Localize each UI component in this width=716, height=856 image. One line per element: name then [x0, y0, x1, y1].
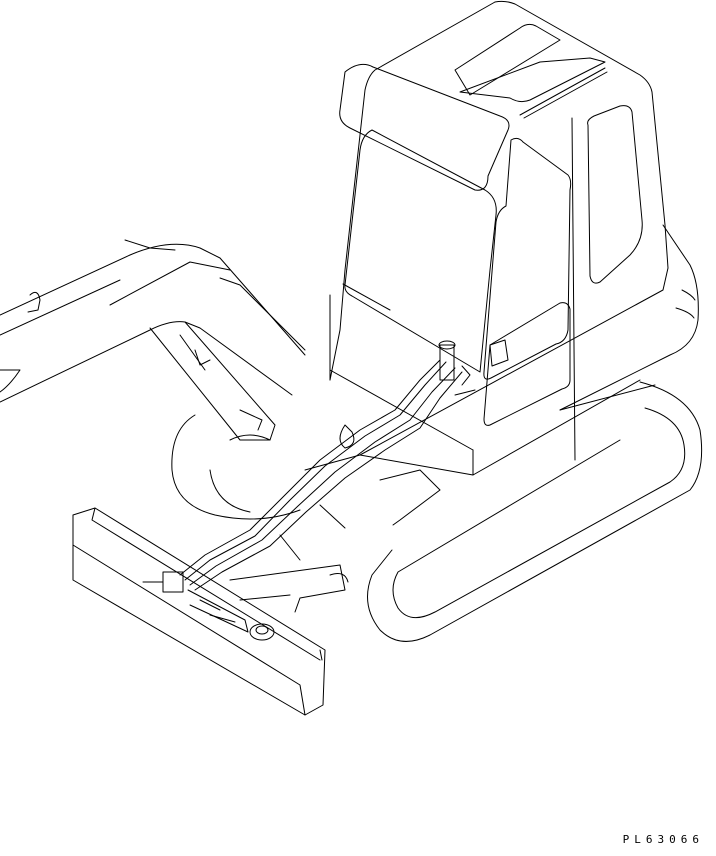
hydraulic-hoses [179, 359, 463, 591]
cab [329, 0, 669, 476]
blade-cylinder [187, 589, 275, 641]
boom [0, 239, 306, 403]
figure-id-label: PL63066 [622, 833, 704, 846]
counterweight [359, 224, 699, 476]
dozer-blade [72, 507, 326, 716]
callout-leader-cab-clamp [279, 504, 346, 561]
blade-arms [229, 564, 349, 613]
boom-cylinder [149, 321, 276, 441]
base-frame [171, 414, 441, 526]
clamp-post [438, 340, 476, 396]
crawler-track [367, 381, 703, 642]
callout-box-blade-hose [142, 571, 184, 593]
